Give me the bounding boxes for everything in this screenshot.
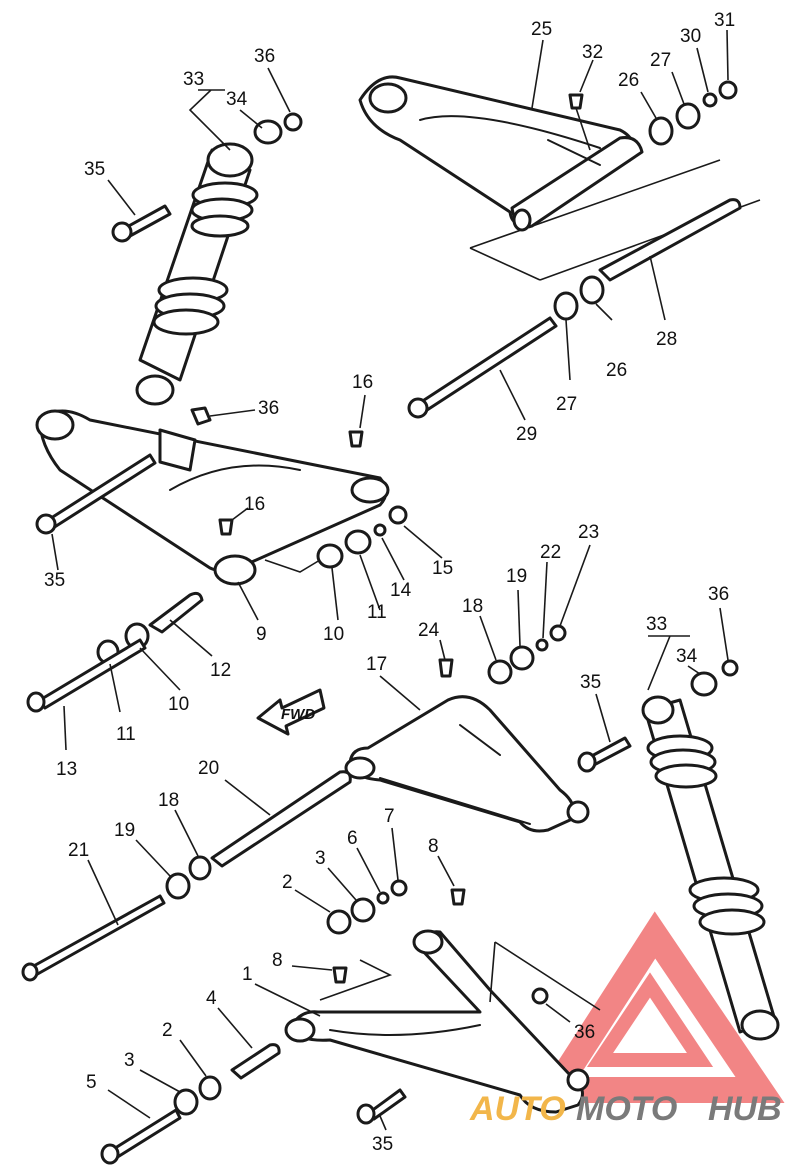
- callout-36-b: 36: [258, 398, 279, 419]
- callout-7: 7: [384, 806, 395, 827]
- callout-3-b: 3: [124, 1050, 135, 1071]
- callout-30: 30: [680, 26, 701, 47]
- callout-2-b: 2: [162, 1020, 173, 1041]
- watermark-logo: [531, 911, 785, 1103]
- callout-8: 8: [428, 836, 439, 857]
- watermark-text: AUTO MOTO HUB: [469, 1090, 782, 1128]
- callout-25: 25: [531, 19, 552, 40]
- callout-19: 19: [506, 566, 527, 587]
- watermark-moto: MOTO: [576, 1090, 677, 1128]
- forward-direction-arrow: FWD: [256, 688, 326, 736]
- callout-23: 23: [578, 522, 599, 543]
- callout-27-lower: 27: [556, 394, 577, 415]
- callout-22: 22: [540, 542, 561, 563]
- upper-right-arm-group: [358, 75, 761, 419]
- callout-1: 1: [242, 964, 253, 985]
- callout-34-b: 34: [676, 646, 698, 667]
- callout-14: 14: [390, 580, 412, 601]
- left-shock-absorber: [111, 112, 303, 406]
- callout-3: 3: [315, 848, 326, 869]
- callout-5: 5: [86, 1072, 97, 1093]
- watermark-auto: AUTO: [469, 1090, 566, 1128]
- callout-9: 9: [256, 624, 267, 645]
- callout-16-b: 16: [244, 494, 265, 515]
- callout-18: 18: [462, 596, 483, 617]
- right-shock-absorber: [577, 659, 780, 1041]
- callout-28: 28: [656, 329, 677, 350]
- fwd-label: FWD: [281, 706, 315, 723]
- leader-lines: [51, 29, 729, 1131]
- callout-18-b: 18: [158, 790, 179, 811]
- callout-19-b: 19: [114, 820, 135, 841]
- callout-11-b: 11: [116, 724, 136, 745]
- callout-35-c: 35: [580, 672, 601, 693]
- callout-35-d: 35: [372, 1134, 393, 1155]
- callout-13: 13: [56, 759, 77, 780]
- callout-33: 33: [183, 69, 204, 90]
- callout-4: 4: [206, 988, 217, 1009]
- watermark-hub: HUB: [708, 1090, 782, 1128]
- callout-32: 32: [582, 42, 603, 63]
- callout-labels: 25 32 26 27 30 31 26 27 28 29 33 36 34 3…: [44, 10, 735, 1155]
- left-lower-arm-group: [26, 406, 408, 713]
- callout-24: 24: [418, 620, 440, 641]
- callout-12: 12: [210, 660, 231, 681]
- callout-6: 6: [347, 828, 358, 849]
- callout-11: 11: [367, 602, 387, 623]
- callout-10-b: 10: [168, 694, 189, 715]
- callout-36: 36: [254, 46, 275, 67]
- callout-36-d: 36: [574, 1022, 595, 1043]
- callout-21: 21: [68, 840, 89, 861]
- bottom-lower-arm-group: [100, 879, 601, 1165]
- callout-34: 34: [226, 89, 248, 110]
- callout-27: 27: [650, 50, 671, 71]
- callout-26-lower: 26: [606, 360, 627, 381]
- callout-35-b: 35: [44, 570, 65, 591]
- callout-31: 31: [714, 10, 735, 31]
- callout-35: 35: [84, 159, 105, 180]
- callout-29: 29: [516, 424, 537, 445]
- callout-15: 15: [432, 558, 453, 579]
- center-upper-arm-group: [21, 624, 590, 982]
- callout-8-b: 8: [272, 950, 283, 971]
- callout-26: 26: [618, 70, 639, 91]
- callout-2: 2: [282, 872, 293, 893]
- callout-20: 20: [198, 758, 219, 779]
- callout-36-c: 36: [708, 584, 729, 605]
- callout-33-b: 33: [646, 614, 667, 635]
- callout-16: 16: [352, 372, 373, 393]
- callout-17: 17: [366, 654, 387, 675]
- callout-10: 10: [323, 624, 344, 645]
